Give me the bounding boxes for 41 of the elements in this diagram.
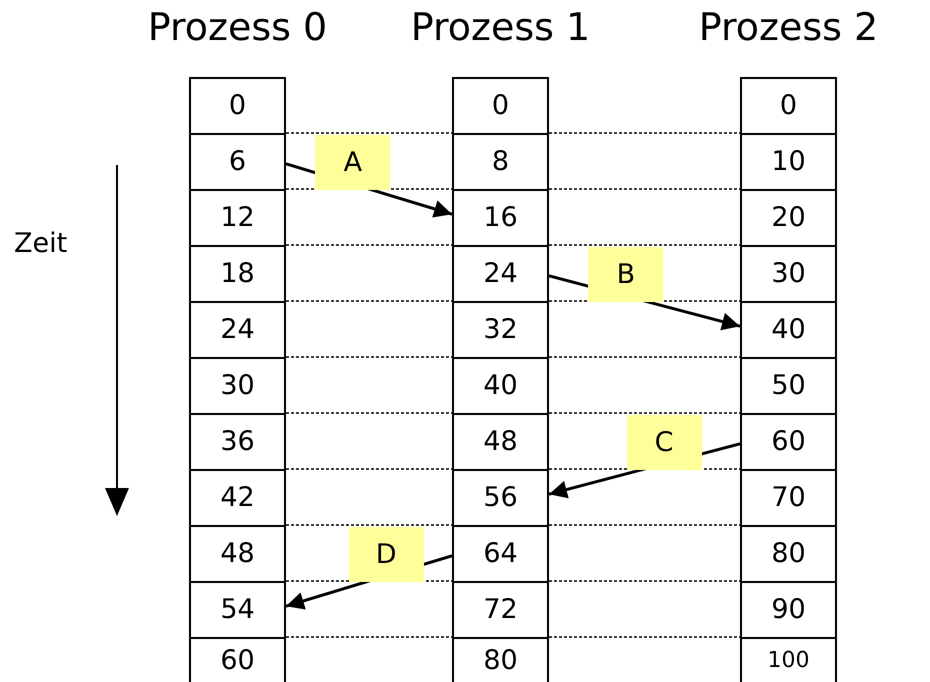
clock-value: 60 xyxy=(771,427,806,457)
clock-value: 100 xyxy=(768,646,810,674)
clock-value: 8 xyxy=(492,147,510,177)
column-heading: Prozess 0 xyxy=(148,4,328,50)
clock-value: 20 xyxy=(771,203,806,233)
clock-value: 72 xyxy=(483,595,518,625)
clock-value: 64 xyxy=(483,539,518,569)
clock-value: 50 xyxy=(771,371,806,401)
clock-value: 54 xyxy=(220,595,255,625)
clock-value: 0 xyxy=(492,91,510,121)
clock-value: 0 xyxy=(228,91,246,121)
clock-value: 60 xyxy=(220,646,255,676)
clock-value: 48 xyxy=(220,539,255,569)
clock-value: 12 xyxy=(220,203,255,233)
edge-label: B xyxy=(588,246,664,302)
edge-label: A xyxy=(315,134,390,190)
clock-value: 30 xyxy=(220,371,255,401)
column-heading: Prozess 1 xyxy=(410,4,590,50)
clock-value: 32 xyxy=(483,315,518,345)
clock-value: 56 xyxy=(483,483,518,513)
clock-value: 40 xyxy=(771,315,806,345)
column-heading: Prozess 2 xyxy=(698,4,878,50)
clock-value: 6 xyxy=(228,147,246,177)
clock-value: 42 xyxy=(220,483,255,513)
clock-value: 24 xyxy=(483,259,518,289)
clock-value: 36 xyxy=(220,427,255,457)
clock-value: 0 xyxy=(780,91,798,121)
axis-label: Zeit xyxy=(14,228,68,260)
clock-value: 48 xyxy=(483,427,518,457)
clock-value: 10 xyxy=(771,147,806,177)
clock-value: 90 xyxy=(771,595,806,625)
clock-value: 16 xyxy=(483,203,518,233)
clock-value: 30 xyxy=(771,259,806,289)
edge-label: D xyxy=(348,526,424,582)
clock-value: 40 xyxy=(483,371,518,401)
clock-value: 18 xyxy=(220,259,255,289)
clock-value: 70 xyxy=(771,483,806,513)
clock-value: 24 xyxy=(220,315,255,345)
clock-value: 80 xyxy=(771,539,806,569)
edge-label: C xyxy=(626,414,702,470)
clock-value: 80 xyxy=(483,646,518,676)
